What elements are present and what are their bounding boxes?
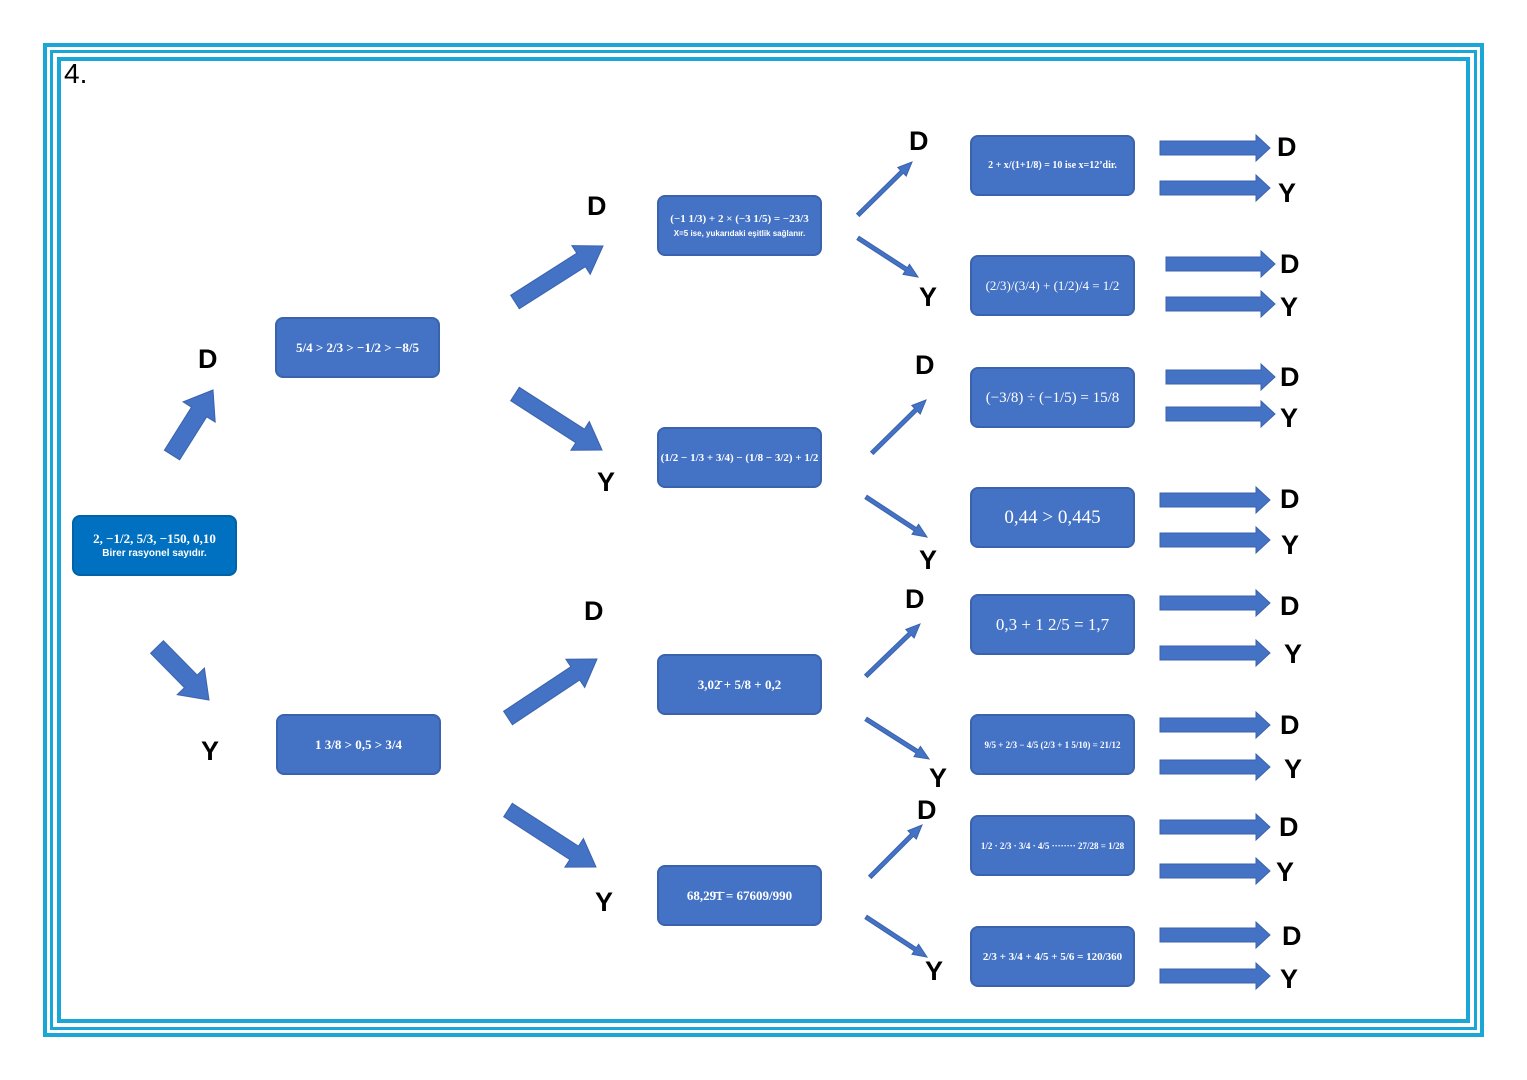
level2-statement-dd: (−1 1/3) + 2 × (−3 1/5) = −23/3	[670, 213, 809, 225]
final-arrow-7-y	[1159, 856, 1271, 886]
level3-statement-5: 0,3 + 1 2/5 = 1,7	[995, 614, 1110, 634]
page-border-inner	[57, 57, 1470, 1023]
level2-statement-yd: 3,02̄ + 5/8 + 0,2	[697, 676, 782, 692]
level3-label-1: D	[909, 126, 929, 156]
final-label-6-d: D	[1280, 710, 1300, 740]
level3-label-3: D	[915, 350, 935, 380]
level2-box-yy: 68,29̄1̄ = 67609/990	[657, 865, 822, 926]
arrow-l1y-to-yd	[502, 658, 598, 726]
arrow-start-to-y	[149, 639, 210, 701]
level3-box-5: 0,3 + 1 2/5 = 1,7	[970, 594, 1135, 655]
level2-statement-dy: (1/2 − 1/3 + 3/4) − (1/8 − 3/2) + 1/2	[660, 451, 819, 464]
arrow-l1d-to-dd	[510, 245, 604, 310]
level2-box-dd: (−1 1/3) + 2 × (−3 1/5) = −23/3 X=5 ise,…	[657, 195, 822, 256]
level1-box-d: 5/4 > 2/3 > −1/2 > −8/5	[275, 317, 440, 378]
level3-box-8: 2/3 + 3/4 + 4/5 + 5/6 = 120/360	[970, 926, 1135, 987]
arrow-yd-to-y	[864, 716, 931, 760]
final-arrow-8-d	[1159, 920, 1271, 950]
level3-statement-2: (2/3)/(3/4) + (1/2)/4 = 1/2	[985, 277, 1120, 293]
page-border-middle	[50, 50, 1477, 1030]
level3-box-2: (2/3)/(3/4) + (1/2)/4 = 1/2	[970, 255, 1135, 316]
level3-statement-3: (−3/8) ÷ (−1/5) = 15/8	[985, 389, 1120, 406]
level3-statement-7: 1/2 · 2/3 · 3/4 · 4/5 ········ 27/28 = 1…	[980, 840, 1125, 851]
level3-box-4: 0,44 > 0,445	[970, 487, 1135, 548]
final-label-3-y: Y	[1280, 403, 1299, 433]
arrow-l1y-to-yy	[503, 802, 597, 868]
level3-statement-1: 2 + x/(1+1/8) = 10 ise x=12’dir.	[988, 159, 1117, 171]
level2-box-yd: 3,02̄ + 5/8 + 0,2	[657, 654, 822, 715]
level2-label-dd: D	[587, 191, 607, 221]
arrow-l1d-to-dy	[510, 386, 603, 451]
page-border-outer	[43, 43, 1484, 1037]
final-label-7-d: D	[1279, 812, 1299, 842]
final-label-7-y: Y	[1276, 857, 1295, 887]
final-label-1-y: Y	[1278, 178, 1297, 208]
level3-box-3: (−3/8) ÷ (−1/5) = 15/8	[970, 367, 1135, 428]
level3-box-1: 2 + x/(1+1/8) = 10 ise x=12’dir.	[970, 135, 1135, 196]
level3-statement-4: 0,44 > 0,445	[1004, 506, 1101, 528]
start-statement: 2, −1/2, 5/3, −150, 0,10	[93, 531, 216, 546]
level2-label-dy: Y	[597, 467, 616, 497]
final-label-5-y: Y	[1284, 639, 1303, 669]
final-arrow-5-d	[1159, 588, 1271, 618]
level3-statement-6: 9/5 + 2/3 − 4/5 (2/3 + 1 5/10) = 21/12	[984, 739, 1121, 750]
arrow-dd-to-d	[855, 161, 913, 218]
final-arrow-3-d	[1165, 362, 1276, 392]
arrow-dy-to-d	[869, 399, 927, 456]
level2-label-yy: Y	[595, 887, 614, 917]
level1-statement-y: 1 3/8 > 0,5 > 3/4	[314, 736, 403, 752]
final-arrow-4-d	[1159, 485, 1271, 515]
start-statement-box: 2, −1/2, 5/3, −150, 0,10 Birer rasyonel …	[72, 515, 237, 576]
question-number: 4.	[64, 58, 88, 89]
arrow-dd-to-y	[856, 235, 920, 278]
final-label-4-y: Y	[1281, 530, 1300, 560]
final-arrow-6-d	[1159, 710, 1271, 740]
start-statement-caption: Birer rasyonel sayıdır.	[102, 548, 207, 559]
level3-statement-8: 2/3 + 3/4 + 4/5 + 5/6 = 120/360	[982, 950, 1123, 963]
final-arrow-7-d	[1159, 812, 1271, 842]
level3-label-5: D	[905, 584, 925, 614]
level1-label-d: D	[198, 344, 218, 374]
final-arrow-6-y	[1159, 752, 1271, 782]
arrow-dy-to-y	[864, 494, 929, 538]
final-arrow-2-d	[1165, 249, 1276, 279]
final-label-3-d: D	[1280, 362, 1300, 392]
final-arrow-3-y	[1165, 399, 1276, 429]
level1-label-y: Y	[201, 736, 220, 766]
arrow-yd-to-d	[863, 623, 921, 679]
final-label-8-d: D	[1282, 921, 1302, 951]
final-arrow-2-y	[1165, 289, 1276, 319]
level3-label-6: Y	[929, 763, 948, 793]
level3-label-8: Y	[925, 956, 944, 986]
final-label-1-d: D	[1277, 132, 1297, 162]
final-label-8-y: Y	[1280, 964, 1299, 994]
final-arrow-4-y	[1159, 525, 1271, 555]
level2-box-dy: (1/2 − 1/3 + 3/4) − (1/8 − 3/2) + 1/2	[657, 427, 822, 488]
final-label-2-d: D	[1280, 249, 1300, 279]
level3-label-2: Y	[919, 282, 938, 312]
final-arrow-1-y	[1159, 173, 1271, 203]
level1-statement-d: 5/4 > 2/3 > −1/2 > −8/5	[296, 339, 419, 355]
arrow-start-to-d	[163, 389, 216, 461]
final-label-2-y: Y	[1280, 292, 1299, 322]
level1-box-y: 1 3/8 > 0,5 > 3/4	[276, 714, 441, 775]
level3-box-6: 9/5 + 2/3 − 4/5 (2/3 + 1 5/10) = 21/12	[970, 714, 1135, 775]
level2-label-yd: D	[584, 596, 604, 626]
level2-caption-dd: X=5 ise, yukarıdaki eşitlik sağlanır.	[673, 229, 806, 238]
final-label-5-d: D	[1280, 591, 1300, 621]
level3-box-7: 1/2 · 2/3 · 3/4 · 4/5 ········ 27/28 = 1…	[970, 815, 1135, 876]
level2-statement-yy: 68,29̄1̄ = 67609/990	[686, 887, 793, 903]
final-label-4-d: D	[1280, 484, 1300, 514]
level3-label-4: Y	[919, 545, 938, 575]
arrow-yy-to-d	[867, 824, 923, 880]
final-label-6-y: Y	[1284, 754, 1303, 784]
level3-label-7: D	[917, 795, 937, 825]
final-arrow-5-y	[1159, 638, 1271, 668]
final-arrow-1-d	[1159, 133, 1271, 163]
final-arrow-8-y	[1159, 961, 1271, 991]
arrow-yy-to-y	[864, 914, 929, 958]
